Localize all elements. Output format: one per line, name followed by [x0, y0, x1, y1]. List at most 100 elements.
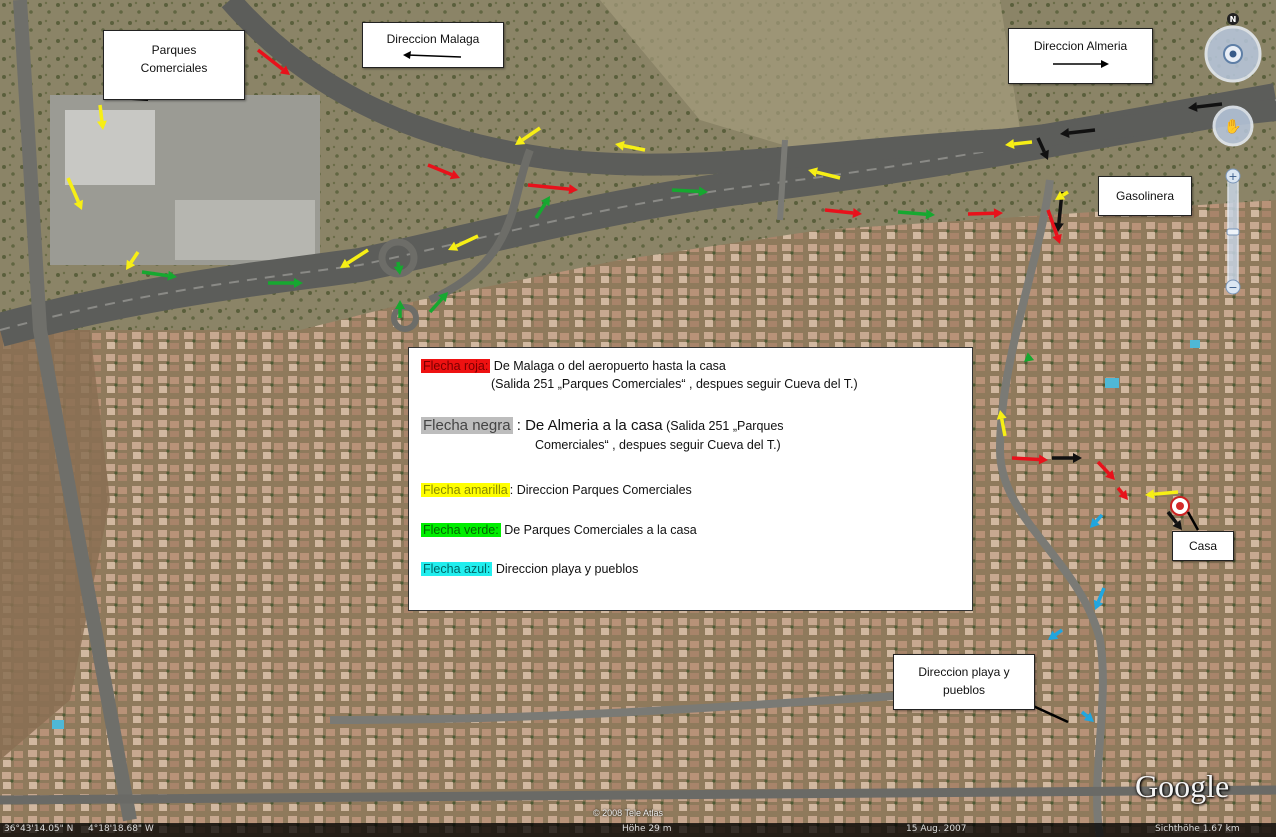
compass-north-marker[interactable] — [1227, 13, 1239, 25]
legend-text-azul: Direccion playa y pueblos — [492, 562, 639, 576]
route-arrowhead-verde — [393, 265, 404, 275]
road — [428, 148, 534, 304]
route-arrowhead-amarilla — [996, 410, 1007, 420]
label-almeria-text: Direccion Almeria — [1033, 39, 1128, 53]
legend-row-verde: Flecha verde: De Parques Comerciales a l… — [421, 523, 697, 537]
route-arrowhead-roja — [1052, 233, 1062, 244]
route-arrow-roja — [1011, 456, 1040, 462]
bare-land — [0, 330, 110, 760]
route-arrow-amarilla — [455, 234, 479, 248]
route-arrow-negra — [1166, 510, 1178, 524]
arrow-right-icon — [1052, 60, 1109, 68]
route-arrow-amarilla — [129, 251, 140, 264]
zoom-slider-thumb[interactable] — [1226, 228, 1240, 236]
label-direccion-almeria: Direccion Almeria — [1008, 28, 1153, 84]
road — [13, 0, 137, 822]
legend-row-roja: Flecha roja: De Malaga o del aeropuerto … — [421, 359, 858, 391]
route-arrow-roja — [1116, 486, 1124, 495]
route-arrow-verde — [396, 261, 401, 267]
route-arrowhead-azul — [1093, 599, 1104, 610]
route-arrow-amarilla — [1061, 190, 1069, 197]
route-arrowhead-amarilla — [615, 140, 625, 151]
route-arrowhead-negra — [1053, 222, 1064, 232]
route-arrowhead-amarilla — [73, 199, 83, 210]
pool — [52, 720, 64, 729]
legend-sub-roja: (Salida 251 „Parques Comerciales“ , desp… — [491, 377, 858, 391]
pool — [1105, 378, 1119, 388]
route-arrow-roja — [256, 48, 284, 71]
route-arrow-amarilla — [98, 104, 104, 122]
route-arrowhead-roja — [1118, 489, 1128, 500]
google-logo: Google — [1135, 768, 1230, 804]
label-parques-line1: Parques — [151, 43, 197, 57]
route-arrow-amarilla — [346, 248, 369, 265]
label-playa-line1: Direccion playa y — [918, 665, 1010, 679]
route-arrowhead-negra — [1060, 128, 1070, 138]
navigation-controls[interactable]: N ✋ + − — [1204, 13, 1262, 295]
legend-row-amarilla: Flecha amarilla: Direccion Parques Comer… — [421, 483, 692, 497]
route-arrowhead-amarilla — [1145, 489, 1155, 500]
route-arrowhead-roja — [1105, 470, 1115, 480]
hand-icon: ✋ — [1224, 118, 1241, 135]
route-arrowhead-amarilla — [340, 258, 351, 268]
route-arrowhead-amarilla — [126, 259, 136, 270]
route-arrowhead-verde — [395, 300, 405, 309]
route-arrowhead-azul — [1048, 630, 1059, 640]
route-arrowhead-roja — [449, 169, 460, 180]
route-arrowhead-amarilla — [448, 241, 459, 251]
route-arrow-verde — [897, 210, 927, 217]
route-arrowhead-verde — [438, 292, 448, 303]
zoom-out-button[interactable] — [1225, 279, 1241, 295]
route-arrow-verde — [141, 270, 169, 278]
route-arrow-azul — [1094, 513, 1104, 523]
route-arrow-amarilla — [999, 418, 1007, 437]
casa-pointer — [1186, 511, 1200, 531]
status-latitude: 36°43'14.05" N — [4, 824, 74, 834]
legend-tag-verde: Flecha verde: — [421, 523, 501, 537]
building — [65, 110, 155, 185]
label-direccion-malaga: Direccion Malaga — [362, 22, 504, 68]
route-arrowhead-verde — [925, 209, 935, 220]
route-arrowhead-negra — [1039, 149, 1049, 160]
pool — [1190, 340, 1200, 348]
arrow-left-icon — [403, 51, 462, 59]
label-parques-line2: Comerciales — [140, 61, 208, 75]
hills — [600, 0, 1020, 150]
status-eye-altitude: Sichthöhe 1.67 km — [1155, 824, 1240, 834]
status-date: 15 Aug. 2007 — [906, 824, 967, 834]
route-arrow-roja — [967, 211, 995, 216]
route-arrowhead-amarilla — [808, 167, 818, 178]
legend-row-negra: Flecha negra : De Almeria a la casa (Sal… — [421, 417, 784, 452]
roundabout — [391, 304, 419, 332]
status-altitude: Höhe 29 m — [622, 824, 672, 834]
route-arrowhead-negra — [1073, 453, 1082, 463]
route-arrow-amarilla — [1153, 490, 1179, 496]
route-arrow-roja — [527, 183, 570, 191]
legend-text-negra: (Salida 251 „Parques — [662, 419, 784, 433]
route-arrowhead-negra — [1188, 101, 1198, 112]
highway-lanes — [0, 99, 1276, 331]
route-arrowhead-negra — [1172, 519, 1182, 530]
route-arrow-amarilla — [66, 177, 80, 203]
building — [175, 200, 315, 260]
label-direccion-playa: Direccion playa y pueblos — [893, 654, 1035, 710]
route-arrowhead-verde — [698, 186, 708, 197]
casa-marker[interactable] — [1170, 496, 1190, 516]
zoom-in-button[interactable] — [1225, 168, 1241, 184]
route-arrowhead-verde — [540, 196, 550, 207]
route-arrow-amarilla — [1013, 140, 1033, 146]
label-malaga-text: Direccion Malaga — [386, 32, 480, 46]
map-copyright: © 2008 Tele Atlas — [593, 808, 664, 818]
route-arrowhead-verde — [1024, 352, 1035, 362]
route-arrow-roja — [427, 163, 453, 177]
route-arrow-verde — [534, 202, 547, 219]
route-arrowhead-roja — [1038, 454, 1048, 465]
route-arrow-negra — [1036, 137, 1046, 153]
legend-text-verde: De Parques Comerciales a la casa — [500, 523, 697, 537]
road — [777, 139, 788, 221]
eye-pupil-icon — [1229, 50, 1237, 58]
move-joystick[interactable] — [1212, 105, 1254, 147]
legend-textbig-negra: : De Almeria a la casa — [512, 417, 663, 434]
route-arrow-amarilla — [816, 170, 841, 180]
legend-tag-amarilla: Flecha amarilla — [421, 483, 510, 497]
